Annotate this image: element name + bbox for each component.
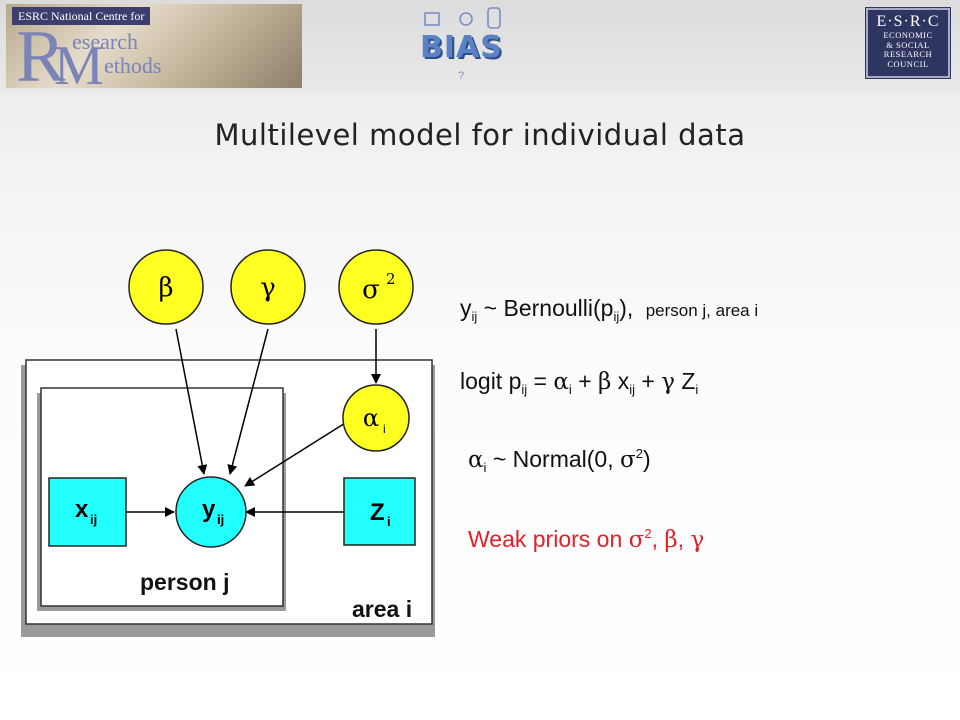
x-node: [48, 477, 127, 547]
y-node-label: y: [202, 496, 216, 523]
y-node: [175, 476, 247, 548]
equation-logit: logit pij = αi + β xij + γ Zi: [460, 366, 698, 397]
beta-node: [128, 249, 204, 325]
eq2-x-subscript: ij: [629, 382, 635, 397]
eq3-alpha-subscript: i: [483, 460, 487, 475]
eq1-bernoulli: ~ Bernoulli(p: [477, 295, 614, 321]
eq2-lhs: logit p: [460, 368, 522, 394]
eq4-gamma: γ: [690, 527, 705, 553]
ncrm-logo-word-research: esearch: [72, 29, 138, 54]
esrc-logo-line: ECONOMIC: [883, 30, 933, 40]
equation-likelihood: yij ~ Bernoulli(pij), person j, area i: [460, 293, 758, 326]
eq2-beta: β: [598, 369, 612, 395]
eq4-beta: β: [664, 527, 678, 553]
alpha-node-label: α: [363, 404, 379, 432]
eq1-close: ),: [619, 295, 634, 321]
esrc-logo: E·S·R·C ECONOMIC & SOCIAL RESEARCH COUNC…: [865, 7, 951, 79]
x-node-subscript: ij: [90, 512, 97, 527]
sigma-node: [338, 249, 414, 325]
bias-logo-mark: ?: [458, 70, 465, 82]
ncrm-logo-letter-r: R: [16, 16, 66, 88]
eq3-close: ): [642, 446, 651, 472]
eq1-y: y: [460, 295, 472, 321]
eq4-sigma-superscript: 2: [644, 526, 652, 541]
ncrm-logo-letter-m: M: [54, 35, 104, 88]
eq3-sigma-superscript: 2: [635, 446, 643, 461]
eq2-equals: =: [527, 368, 554, 394]
eq2-alpha-subscript: i: [568, 382, 572, 397]
esrc-logo-line: & SOCIAL: [886, 39, 930, 50]
sigma-node-label: σ: [362, 275, 380, 305]
equation-random-effect: αi ~ Normal(0, σ2): [468, 444, 651, 475]
eq2-gamma: γ: [661, 369, 675, 395]
bias-shapes-icon: [424, 7, 501, 29]
y-node-subscript: ij: [217, 512, 224, 527]
eq3-alpha: α: [468, 447, 484, 473]
z-node-label: Z: [370, 499, 385, 526]
edge-alpha-to-y: [244, 419, 351, 487]
alpha-node: [342, 384, 410, 452]
bias-logo: BIAS ?: [418, 4, 510, 88]
page-title: Multilevel model for individual data: [214, 118, 746, 152]
z-node: [343, 477, 416, 546]
eq2-plus-2: +: [635, 368, 662, 394]
alpha-node-subscript: i: [383, 422, 386, 436]
edge-beta-to-y: [175, 328, 208, 475]
eq1-note: person j, area i: [645, 301, 759, 320]
eq2-alpha: α: [553, 369, 569, 395]
eq1-p-subscript: ij: [613, 309, 620, 324]
eq2-plus-1: +: [571, 368, 599, 394]
eq4-sep-1: ,: [651, 526, 665, 552]
esrc-logo-line: RESEARCH: [883, 49, 933, 59]
edge-gamma-to-y: [227, 328, 269, 475]
eq3-sigma: σ: [620, 447, 636, 473]
ncrm-logo: ESRC National Centre for R esearch M eth…: [6, 4, 302, 88]
model-diagram: area i person j β γ σ 2 α i x ij y ij Z …: [21, 249, 435, 637]
esrc-logo-line: COUNCIL: [887, 58, 929, 69]
eq2-z: Z: [674, 368, 696, 394]
eq2-z-subscript: i: [695, 382, 699, 397]
gamma-node: [230, 249, 306, 325]
eq4-sep-2: ,: [677, 526, 691, 552]
gamma-node-label: γ: [260, 273, 276, 303]
ncrm-logo-top-line: ESRC National Centre for: [12, 7, 151, 25]
eq2-lhs-subscript: ij: [521, 382, 528, 397]
person-plate-label: person j: [140, 569, 229, 595]
eq1-y-subscript: ij: [471, 309, 478, 324]
bias-logo-text: BIAS: [420, 30, 503, 65]
ncrm-logo-word-methods: ethods: [104, 53, 162, 78]
weak-priors-note: Weak priors on σ2, β, γ: [468, 524, 704, 555]
area-plate-label: area i: [352, 596, 412, 622]
x-node-label: x: [75, 496, 89, 523]
z-node-subscript: i: [387, 514, 391, 529]
beta-node-label: β: [158, 273, 173, 303]
eq4-text: Weak priors on: [468, 526, 629, 552]
eq2-x: x: [611, 368, 630, 394]
sigma-node-superscript: 2: [386, 270, 396, 288]
eq3-normal: ~ Normal(0,: [486, 446, 621, 472]
esrc-logo-head: E·S·R·C: [876, 13, 940, 30]
eq4-sigma: σ: [628, 527, 645, 553]
